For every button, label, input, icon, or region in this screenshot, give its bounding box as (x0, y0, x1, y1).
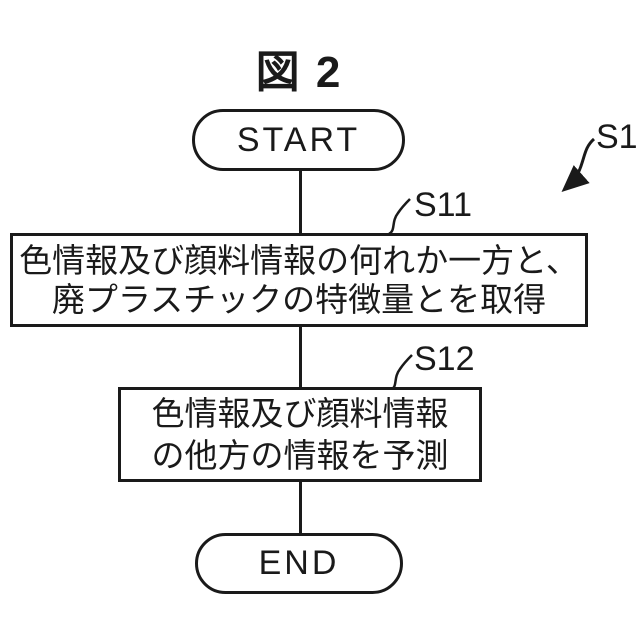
process-s11-line1: 色情報及び顔料情報の何れか一方と、 (19, 242, 579, 279)
s11-leader-line-icon (388, 198, 411, 236)
end-node-label: END (258, 544, 340, 582)
s11-label: S11 (414, 186, 472, 224)
s12-label: S12 (414, 340, 475, 378)
connector-s12-end (299, 481, 302, 534)
end-node: END (195, 533, 403, 594)
process-s12-line1: 色情報及び顔料情報 (151, 394, 449, 432)
s1-label: S1 (596, 118, 638, 156)
connector-start-s11 (299, 169, 302, 233)
start-node-label: START (236, 120, 361, 159)
figure-title: 図 2 (255, 48, 343, 97)
process-box-s12: 色情報及び顔料情報 の他方の情報を予測 (118, 387, 482, 482)
s1-leader-arrow-icon (561, 137, 596, 192)
s12-leader-line-icon (390, 354, 413, 392)
process-box-s11: 色情報及び顔料情報の何れか一方と、 廃プラスチックの特徴量とを取得 (10, 233, 588, 327)
process-s12-line2: の他方の情報を予測 (151, 436, 449, 474)
start-node: START (192, 109, 405, 171)
process-s11-line2: 廃プラスチックの特徴量とを取得 (51, 281, 547, 318)
connector-s11-s12 (299, 326, 302, 387)
